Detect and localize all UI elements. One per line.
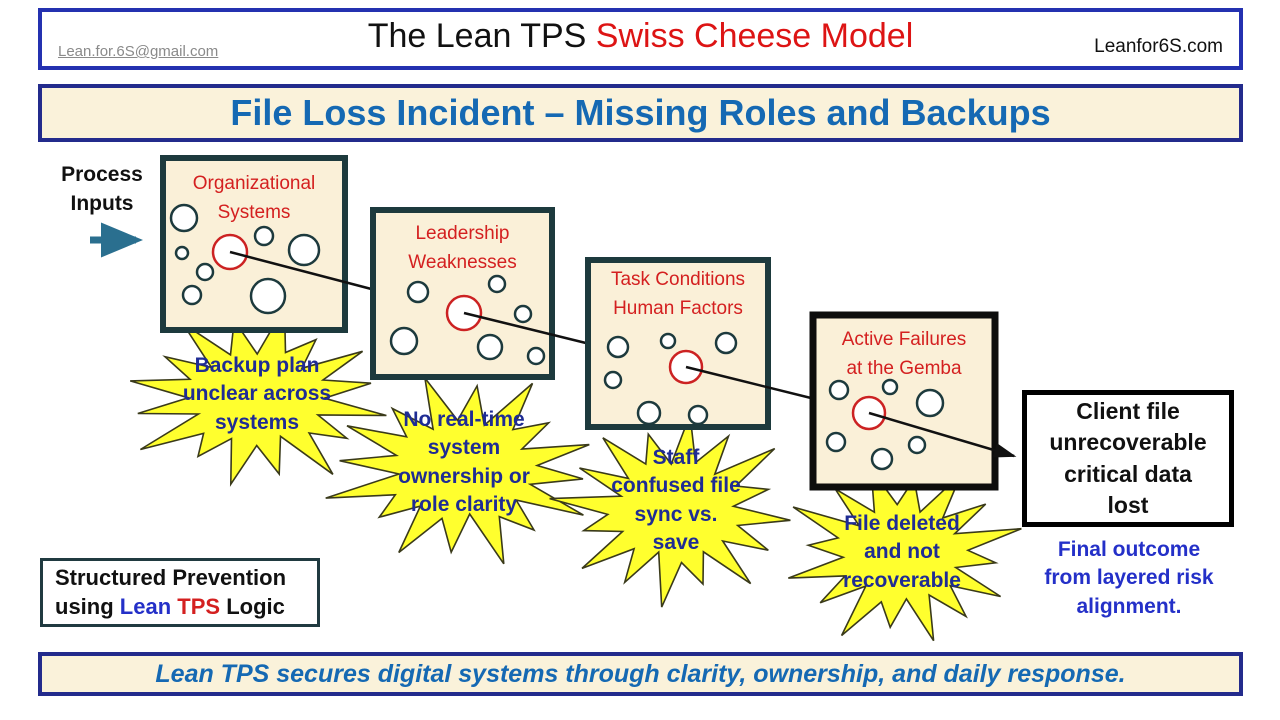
cheese-hole bbox=[389, 326, 419, 356]
incident-title-banner: File Loss Incident – Missing Roles and B… bbox=[38, 84, 1243, 142]
risk-path-segment-3 bbox=[685, 365, 820, 402]
cheese-hole bbox=[828, 379, 850, 401]
outcome-box: Client file unrecoverable critical data … bbox=[1022, 390, 1234, 527]
cheese-hole bbox=[249, 277, 287, 315]
starburst-label-file-deleted: File deleted and not recoverable bbox=[843, 512, 961, 592]
cheese-slice-organizational-systems bbox=[160, 155, 348, 333]
prevention-box: Structured Prevention using Lean TPS Log… bbox=[40, 558, 320, 627]
page-title-red: Swiss Cheese Model bbox=[595, 17, 914, 55]
slice-label-task-conditions: Task Conditions Human Factors bbox=[610, 269, 746, 319]
incident-title: File Loss Incident – Missing Roles and B… bbox=[230, 92, 1051, 133]
cheese-hole bbox=[636, 400, 662, 426]
risk-path-segment-4 bbox=[868, 411, 1017, 458]
email-link[interactable]: Lean.for.6S@gmail.com bbox=[58, 43, 219, 60]
cheese-hole bbox=[513, 304, 533, 324]
footer-banner: Lean TPS secures digital systems through… bbox=[38, 652, 1243, 696]
outcome-text: Client file unrecoverable critical data … bbox=[1049, 398, 1207, 518]
starburst-file-sync bbox=[549, 414, 791, 608]
cheese-hole bbox=[287, 233, 321, 267]
cheese-hole bbox=[659, 332, 677, 350]
page-title-black: The Lean TPS bbox=[367, 17, 596, 55]
cheese-hole bbox=[253, 225, 275, 247]
slice-label-organizational-systems: Organizational Systems bbox=[192, 173, 316, 223]
outcome-caption: Final outcome from layered risk alignmen… bbox=[1044, 538, 1214, 618]
cheese-hole bbox=[174, 245, 190, 261]
cheese-hole bbox=[907, 435, 927, 455]
starburst-ownership bbox=[325, 377, 590, 565]
slice-label-leadership-weaknesses: Leadership Weaknesses bbox=[408, 223, 517, 273]
cheese-hole bbox=[606, 335, 630, 359]
cheese-hole bbox=[526, 346, 546, 366]
prevention-line1: Structured Prevention bbox=[55, 564, 287, 590]
cheese-slice-leadership-weaknesses bbox=[370, 207, 555, 380]
cheese-slice-task-conditions bbox=[585, 257, 771, 430]
starburst-label-file-sync: Staff confused file sync vs. save bbox=[611, 446, 741, 555]
cheese-slice-active-failures bbox=[809, 311, 999, 491]
cheese-hole bbox=[714, 331, 738, 355]
risk-path-segment-2 bbox=[463, 311, 595, 347]
process-inputs-label: Process Inputs bbox=[61, 163, 143, 216]
prevention-word-lean: Lean bbox=[119, 593, 172, 619]
cheese-hole bbox=[181, 284, 203, 306]
prevention-word-logic: Logic bbox=[226, 593, 285, 619]
starburst-backup-plan bbox=[129, 304, 387, 487]
prevention-line2: using Lean TPS Logic bbox=[55, 593, 317, 622]
cheese-hole bbox=[915, 388, 945, 418]
cheese-hole bbox=[476, 333, 504, 361]
header-bar: Lean.for.6S@gmail.com The Lean TPS Swiss… bbox=[38, 8, 1243, 70]
footer-message: Lean TPS secures digital systems through… bbox=[155, 659, 1126, 688]
page-title: The Lean TPS Swiss Cheese Model bbox=[42, 17, 1239, 56]
starburst-label-backup-plan: Backup plan unclear across systems bbox=[182, 354, 332, 434]
risk-path-segment-1 bbox=[229, 250, 380, 293]
cheese-hole bbox=[603, 370, 623, 390]
cheese-hole bbox=[825, 431, 847, 453]
cheese-hole bbox=[881, 378, 899, 396]
cheese-hole bbox=[406, 280, 430, 304]
cheese-hole bbox=[687, 404, 709, 426]
cheese-hole bbox=[487, 274, 507, 294]
prevention-word-using: using bbox=[55, 593, 114, 619]
starburst-label-ownership: No real-time system ownership or role cl… bbox=[398, 408, 530, 517]
cheese-hole bbox=[195, 262, 215, 282]
slice-label-active-failures: Active Failures at the Gemba bbox=[841, 329, 967, 379]
prevention-word-tps: TPS bbox=[177, 593, 221, 619]
cheese-hole bbox=[169, 203, 199, 233]
website-label: Leanfor6S.com bbox=[1094, 36, 1223, 57]
cheese-hole bbox=[870, 447, 894, 471]
